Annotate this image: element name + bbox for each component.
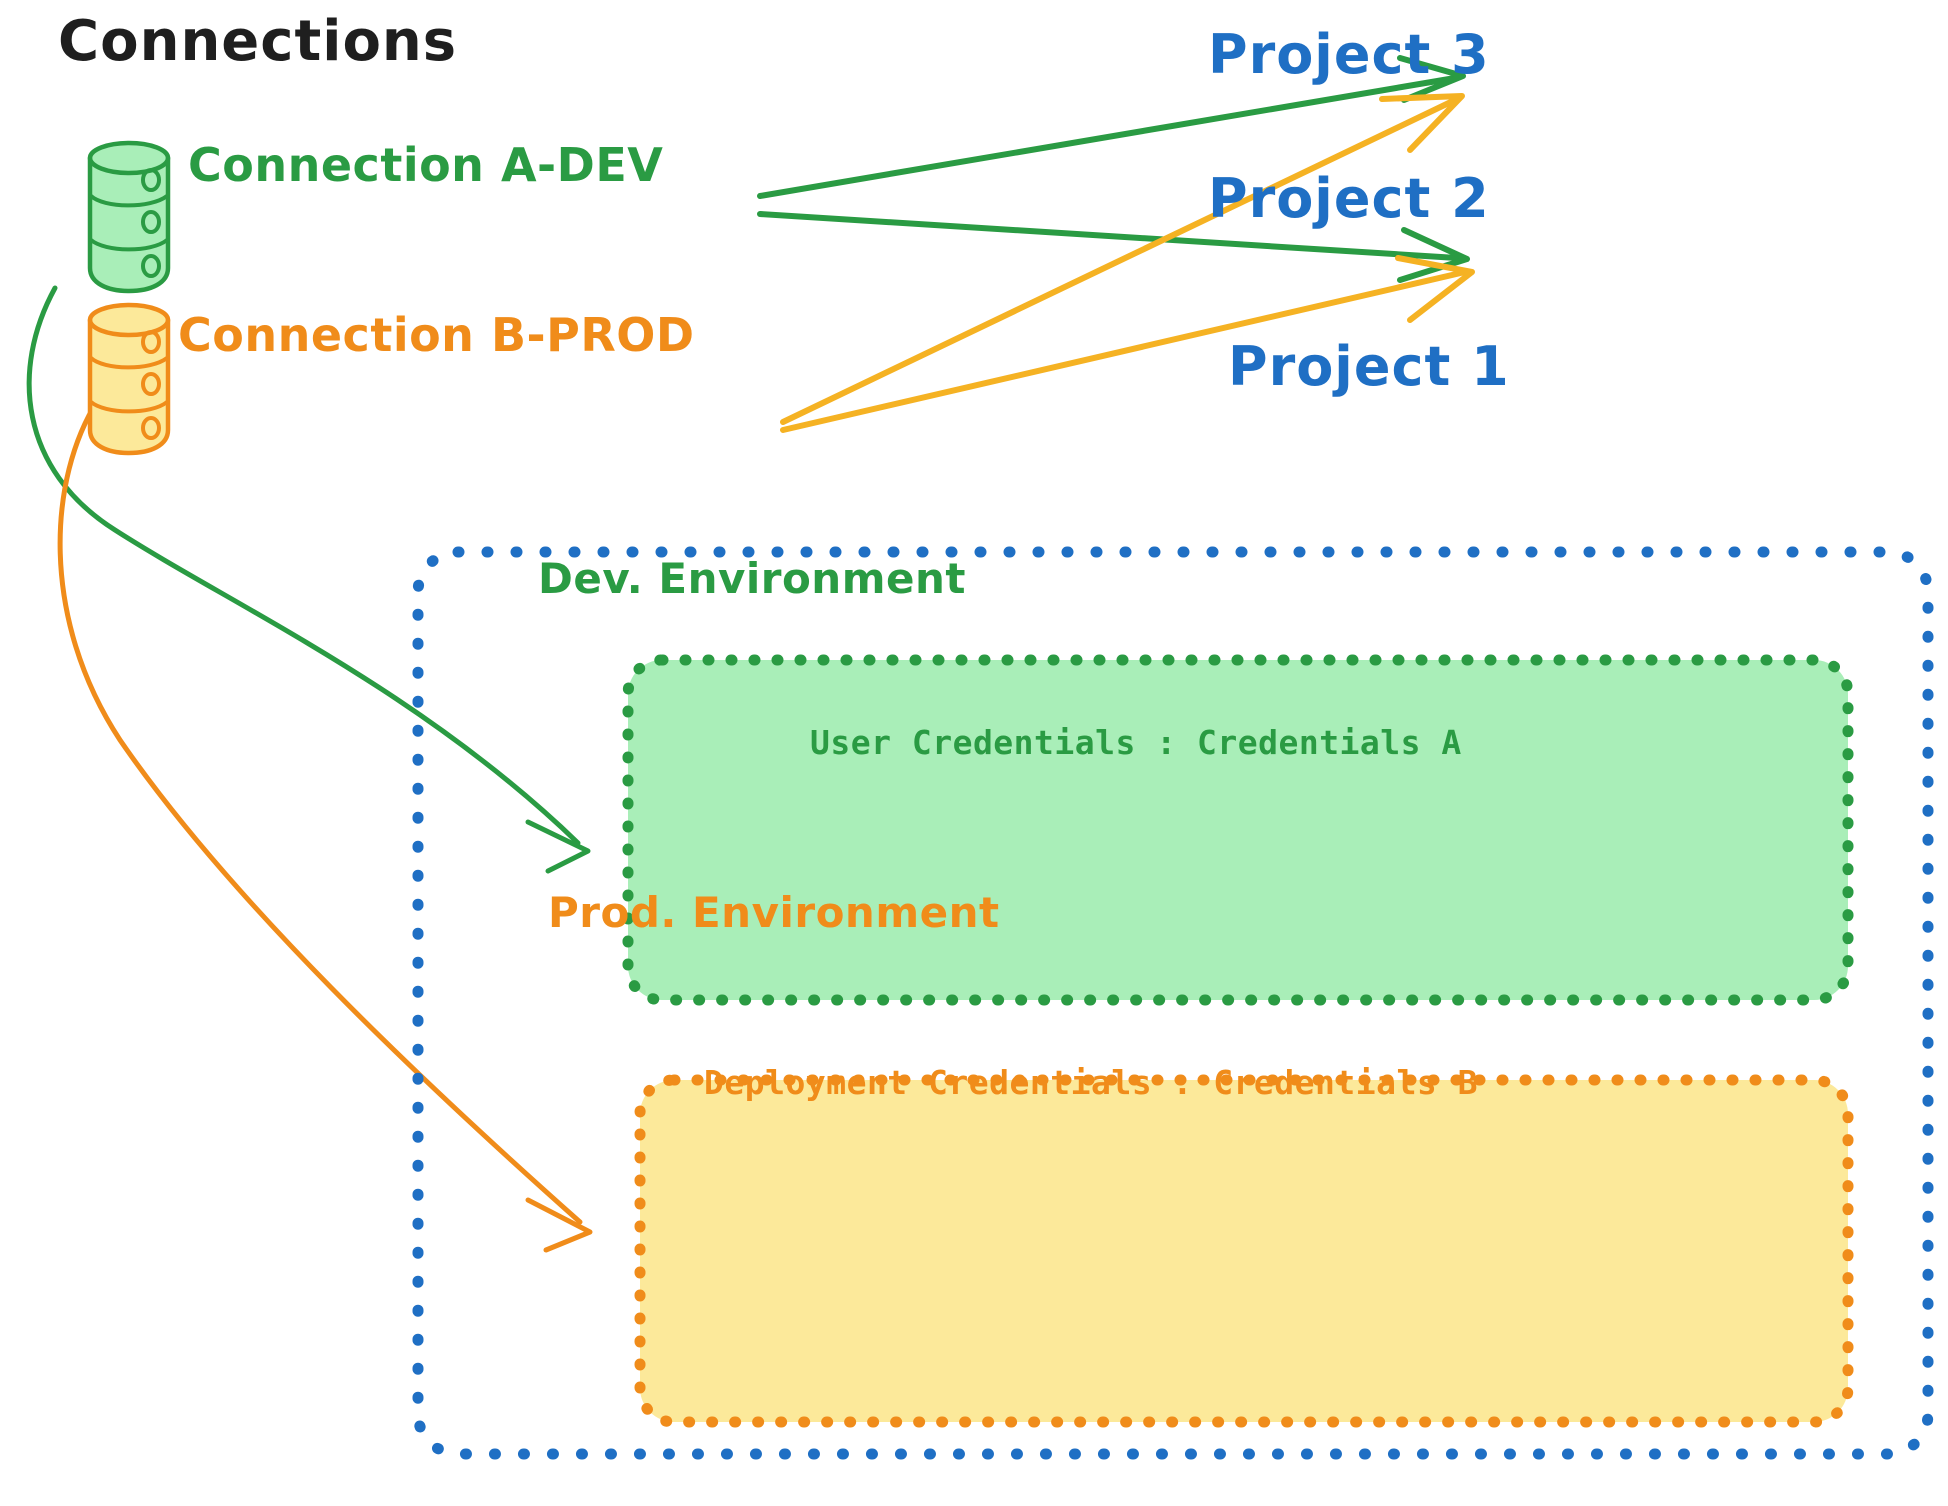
prod-environment-credentials: Deployment Credentials : Credentials B <box>704 1063 1478 1102</box>
edge-b-prod-to-project-3 <box>780 93 1465 425</box>
database-cylinder-icon-a-dev[interactable] <box>87 140 171 294</box>
connection-label-b-prod: Connection B-PROD <box>178 308 695 362</box>
edge-a-dev-to-dev-environment <box>26 285 591 874</box>
edge-b-prod-to-prod-environment <box>57 397 593 1253</box>
dev-environment-title: Dev. Environment <box>538 554 966 603</box>
dev-environment-box <box>622 654 1854 1006</box>
database-cylinder-icon-b-prod[interactable] <box>87 302 171 456</box>
edge-a-dev-to-project-3 <box>757 55 1466 199</box>
prod-environment-box <box>634 1074 1854 1428</box>
project-label-1: Project 1 <box>1228 335 1510 398</box>
prod-environment-title: Prod. Environment <box>548 888 1000 937</box>
page-title: Connections <box>58 9 458 74</box>
project-label-2: Project 2 <box>1208 167 1490 230</box>
dev-environment-credentials: User Credentials : Credentials A <box>810 723 1462 762</box>
edge-b-prod-to-project-2 <box>780 255 1475 433</box>
edge-a-dev-to-project-2 <box>757 211 1470 283</box>
connection-label-a-dev: Connection A-DEV <box>188 138 664 192</box>
project-label-3: Project 3 <box>1208 23 1490 86</box>
